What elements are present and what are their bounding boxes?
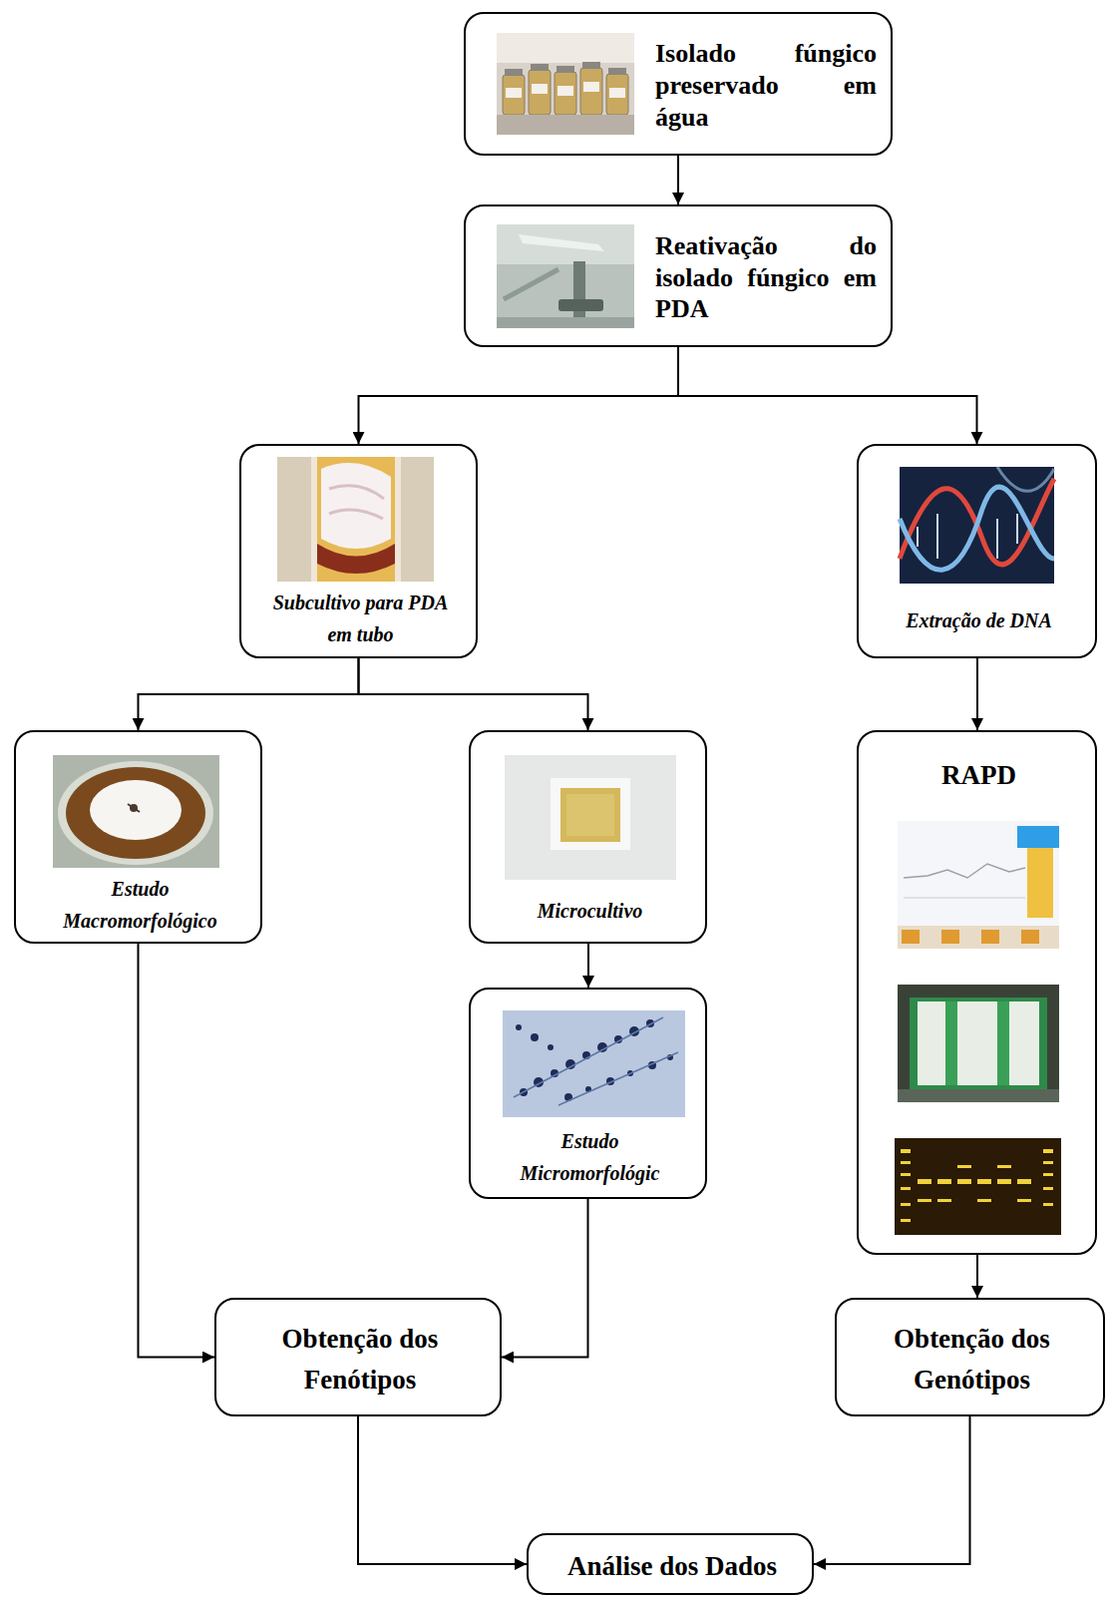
flow-arrow bbox=[976, 658, 979, 731]
node-label: RAPD bbox=[866, 754, 1092, 796]
flow-arrow bbox=[138, 943, 216, 1358]
petri-dish-photo bbox=[52, 754, 220, 868]
method-box: RAPD bbox=[856, 730, 1098, 1255]
micrograph-photo bbox=[502, 1010, 686, 1117]
text-area: Subcultivo para PDA em tubo bbox=[265, 581, 456, 656]
node-label: Reativação do isolado fúngico em PDA bbox=[655, 230, 877, 326]
gel-image bbox=[894, 1137, 1062, 1235]
node-label: Estudo Macromorfológico bbox=[31, 872, 249, 937]
flow-arrow bbox=[138, 658, 360, 731]
text-area: Microcultivo bbox=[478, 881, 702, 940]
text-area: Estudo Macromorfológico bbox=[31, 867, 249, 942]
node-label: Obtenção dos Fenótipos bbox=[260, 1318, 460, 1400]
step-box: Estudo Macromorfológico bbox=[13, 730, 263, 944]
flow-arrow bbox=[678, 347, 978, 444]
text-area: Reativação do isolado fúngico em PDA bbox=[655, 214, 877, 342]
node-label: Obtenção dos Genótipos bbox=[872, 1318, 1072, 1400]
result-box: Obtenção dos Fenótipos bbox=[214, 1297, 502, 1417]
dna-picture bbox=[899, 466, 1055, 584]
tube-culture-photo bbox=[277, 456, 434, 582]
text-area: Extração de DNA bbox=[866, 587, 1092, 654]
process-box: Isolado fúngico preservado em água bbox=[463, 11, 893, 156]
flow-arrow bbox=[677, 155, 680, 205]
text-area: Obtenção dos Fenótipos bbox=[260, 1305, 460, 1413]
process-box: Reativação do isolado fúngico em PDA bbox=[463, 204, 893, 348]
flow-arrow bbox=[359, 347, 680, 444]
step-box: Subcultivo para PDA em tubo bbox=[239, 443, 478, 659]
node-label: Estudo Micromorfológic bbox=[490, 1124, 690, 1189]
flow-arrow bbox=[501, 1198, 589, 1358]
software-screenshot bbox=[897, 820, 1060, 949]
text-area: Análise dos Dados bbox=[534, 1538, 810, 1593]
flow-arrow bbox=[359, 658, 589, 731]
text-area: Obtenção dos Genótipos bbox=[872, 1305, 1072, 1413]
step-box: Estudo Micromorfológic bbox=[468, 987, 708, 1199]
flow-arrow bbox=[587, 943, 590, 988]
text-area: Isolado fúngico preservado em água bbox=[655, 21, 877, 150]
step-box: Microcultivo bbox=[468, 730, 708, 944]
step-box: Extração de DNA bbox=[856, 443, 1098, 659]
node-label: Isolado fúngico preservado em água bbox=[655, 37, 877, 133]
node-label: Análise dos Dados bbox=[534, 1545, 810, 1587]
gel-tank-photo bbox=[897, 984, 1060, 1103]
node-label: Extração de DNA bbox=[866, 604, 1092, 637]
text-area: Estudo Micromorfológic bbox=[490, 1118, 690, 1195]
node-label: Subcultivo para PDA em tubo bbox=[265, 586, 456, 651]
flow-arrow bbox=[976, 1254, 979, 1298]
node-label: Microcultivo bbox=[478, 894, 702, 927]
flow-arrow bbox=[358, 1416, 527, 1564]
jars-photo bbox=[496, 32, 635, 135]
text-area: RAPD bbox=[866, 745, 1092, 804]
microculture-photo bbox=[504, 754, 677, 880]
final-box: Análise dos Dados bbox=[526, 1532, 814, 1595]
result-box: Obtenção dos Genótipos bbox=[834, 1297, 1106, 1417]
flow-arrow bbox=[813, 1416, 971, 1564]
lab-hood-photo bbox=[496, 224, 635, 329]
